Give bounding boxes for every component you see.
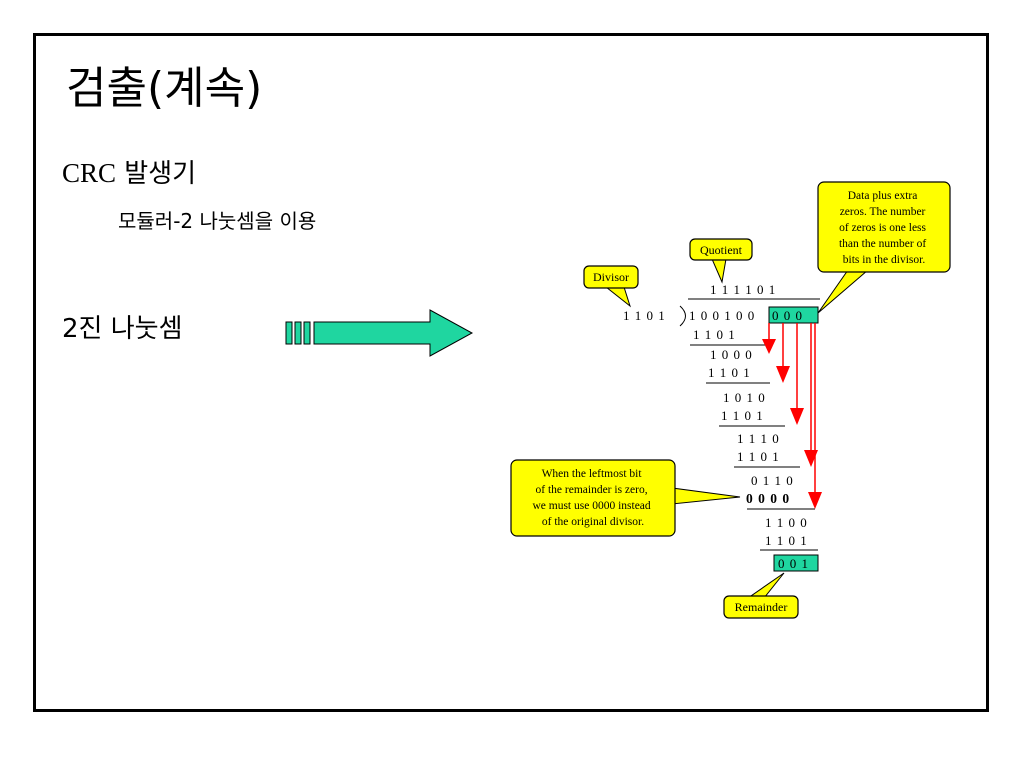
quotient-value: 1 1 1 1 0 1 [710, 282, 776, 297]
remainder-value: 0 0 1 [778, 556, 809, 571]
bullet-binary-division: 2진 나눗셈 [62, 314, 183, 344]
svg-text:When the leftmost bit of: When the leftmost bit of the remainder i… [532, 468, 653, 528]
slide-title: 검출(계속) [66, 63, 263, 114]
step-result-5: 1 1 0 0 [765, 515, 808, 530]
bring-down-arrow-icon-2 [776, 323, 790, 383]
bullet-modulo2-division: 모듈러-2 나눗셈을 이용 [118, 209, 317, 233]
callout-quotient-label: Quotient [700, 243, 743, 257]
callout-remainder-label: Remainder [735, 600, 788, 614]
slide-frame [33, 33, 989, 712]
bullet-crc-lead: CRC [62, 158, 117, 188]
step-result-4: 0 1 1 0 [751, 473, 794, 488]
callout-quotient: Quotient [689, 238, 753, 284]
big-arrow-icon [285, 309, 474, 357]
step-subtract-4: 1 1 0 1 [737, 449, 780, 464]
bullet-crc-text: 발생기 [124, 159, 197, 189]
callout-leftmost-line-2: of the remainder is zero, [536, 484, 648, 496]
callout-divisor-label: Divisor [593, 270, 629, 284]
step-subtract-zero-divisor: 0 0 0 0 [746, 491, 790, 506]
step-subtract-5: 1 1 0 1 [765, 533, 808, 548]
bring-down-arrow-icon-3 [790, 323, 804, 425]
step-result-3: 1 1 1 0 [737, 431, 780, 446]
callout-extra-line-4: than the number of [839, 238, 926, 250]
callout-extra-line-5: bits in the divisor. [843, 254, 926, 266]
callout-extra-line-2: zeros. The number [840, 206, 926, 218]
callout-leftmost-line-3: we must use 0000 instead [532, 500, 650, 512]
callout-remainder: Remainder [723, 572, 799, 619]
bring-down-arrow-icon-5 [808, 323, 822, 509]
dividend-value: 1 0 0 1 0 0 [689, 308, 755, 323]
step-subtract-2: 1 1 0 1 [708, 365, 751, 380]
callout-divisor: Divisor [583, 265, 639, 308]
bring-down-arrow-icon-1 [762, 323, 776, 354]
callout-leftmost-line-4: of the original divisor. [542, 516, 644, 528]
bring-down-arrow-icon-4 [804, 323, 818, 467]
extra-zeros-value: 0 0 0 [772, 308, 803, 323]
callout-leftmost-bit: When the leftmost bit of the remainder i… [510, 459, 741, 537]
callout-extra-line-3: of zeros is one less [839, 222, 926, 234]
step-result-2: 1 0 1 0 [723, 390, 766, 405]
divisor-value: 1 1 0 1 [623, 308, 666, 323]
step-subtract-3: 1 1 0 1 [721, 408, 764, 423]
bullet-crc-generator: CRC 발생기 [62, 153, 196, 190]
step-subtract-1: 1 1 0 1 [693, 327, 736, 342]
step-result-1: 1 0 0 0 [710, 347, 753, 362]
callout-leftmost-line-1: When the leftmost bit [542, 468, 643, 480]
svg-text:Data plus extra zeros.: Data plus extra zeros. The number of zer… [839, 190, 929, 266]
callout-extra-zeros: Data plus extra zeros. The number of zer… [817, 181, 951, 314]
callout-extra-line-1: Data plus extra [848, 190, 918, 202]
